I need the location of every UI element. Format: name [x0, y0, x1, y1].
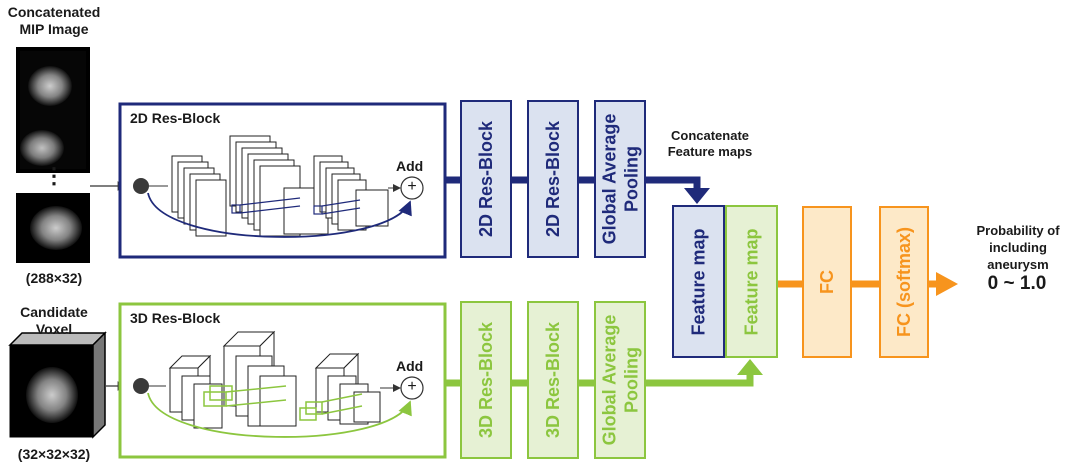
- res-block-3d-1: 3D Res-Block: [460, 301, 512, 459]
- head-connectors: [778, 272, 958, 296]
- voxel-cube: [8, 331, 107, 439]
- res-block-2d-1: 2D Res-Block: [460, 100, 512, 258]
- add-node-3d: [400, 376, 424, 400]
- plus-sign-3d: +: [407, 378, 417, 395]
- add-node-2d: [400, 176, 424, 200]
- pipeline-2d-connectors: [445, 176, 701, 190]
- fc-layer: FC: [802, 206, 852, 358]
- plus-sign-2d: +: [407, 178, 417, 195]
- mip-image-strip: [16, 47, 90, 263]
- res-block-3d-title: 3D Res-Block: [130, 310, 221, 326]
- concat-arrow-2d: [684, 188, 710, 204]
- concat-arrow-3d: [737, 359, 763, 375]
- feature-map-3d: Feature map: [725, 205, 778, 358]
- output-arrow: [936, 272, 958, 296]
- fc-softmax-layer: FC (softmax): [879, 206, 929, 358]
- voxel-size: (32×32×32): [17, 446, 91, 462]
- mip-ellipsis: ⋮: [43, 163, 65, 188]
- feature-map-2d: Feature map: [672, 205, 725, 358]
- pipeline-3d-connectors: [445, 372, 754, 387]
- res-block-3d-2: 3D Res-Block: [527, 301, 579, 459]
- res-block-2d-title: 2D Res-Block: [130, 110, 221, 126]
- input-node-3d: [133, 378, 149, 394]
- feature-map-stack-2d: [171, 135, 389, 237]
- skip-connection-3d: [147, 392, 412, 438]
- add-label-2d: Add: [396, 158, 424, 174]
- add-label-3d: Add: [396, 358, 424, 374]
- skip-connection-2d: [147, 192, 412, 238]
- mip-image-size: (288×32): [25, 270, 83, 286]
- input-node-2d: [133, 178, 149, 194]
- res-block-2d-2: 2D Res-Block: [527, 100, 579, 258]
- output-range: 0 ~ 1.0: [987, 273, 1047, 294]
